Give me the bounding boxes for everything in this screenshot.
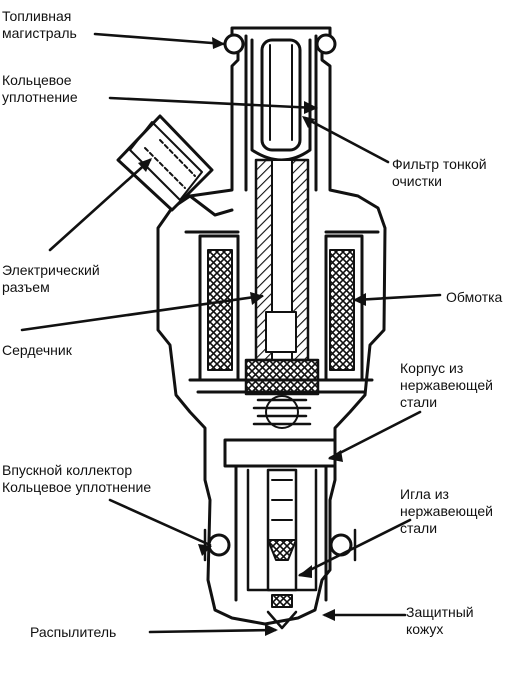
label-stainless-needle: Игла из нержавеющей стали <box>400 486 493 537</box>
arrow-heads <box>138 37 366 636</box>
label-line: Кольцевое уплотнение <box>2 479 152 495</box>
leader-lines <box>20 32 442 634</box>
label-line: Электрический <box>2 262 100 278</box>
label-line: Распылитель <box>30 624 117 640</box>
label-line: стали <box>400 520 438 536</box>
label-line: стали <box>400 394 438 410</box>
label-line: Кольцевое <box>2 72 72 88</box>
label-line: нержавеющей <box>400 503 493 519</box>
label-electrical-connector: Электрический разъем <box>2 262 100 296</box>
label-sprayer: Распылитель <box>30 624 116 641</box>
label-coil: Обмотка <box>446 289 502 306</box>
needle <box>266 468 298 592</box>
label-line: Корпус из <box>400 360 464 376</box>
label-line: Защитный <box>406 604 474 620</box>
label-protective-cover: Защитный кожух <box>406 604 474 638</box>
label-line: кожух <box>406 621 444 637</box>
label-line: Сердечник <box>2 342 72 358</box>
label-line: Игла из <box>400 486 449 502</box>
label-fuel-rail: Топливная магистраль <box>2 8 77 42</box>
label-fine-filter: Фильтр тонкой очистки <box>392 156 487 190</box>
label-o-ring-top: Кольцевое уплотнение <box>2 72 78 106</box>
label-line: Топливная <box>2 8 72 24</box>
label-line: разъем <box>2 279 50 295</box>
label-line: нержавеющей <box>400 377 493 393</box>
label-line: магистраль <box>2 25 77 41</box>
label-line: очистки <box>392 173 442 189</box>
label-core: Сердечник <box>2 342 72 359</box>
label-line: уплотнение <box>2 89 78 105</box>
label-line: Обмотка <box>446 289 503 305</box>
label-intake-manifold-oring: Впускной коллектор Кольцевое уплотнение <box>2 462 151 496</box>
label-stainless-body: Корпус из нержавеющей стали <box>400 360 493 411</box>
label-line: Впускной коллектор <box>2 462 133 478</box>
connector-housing <box>116 114 214 212</box>
label-line: Фильтр тонкой <box>392 156 487 172</box>
